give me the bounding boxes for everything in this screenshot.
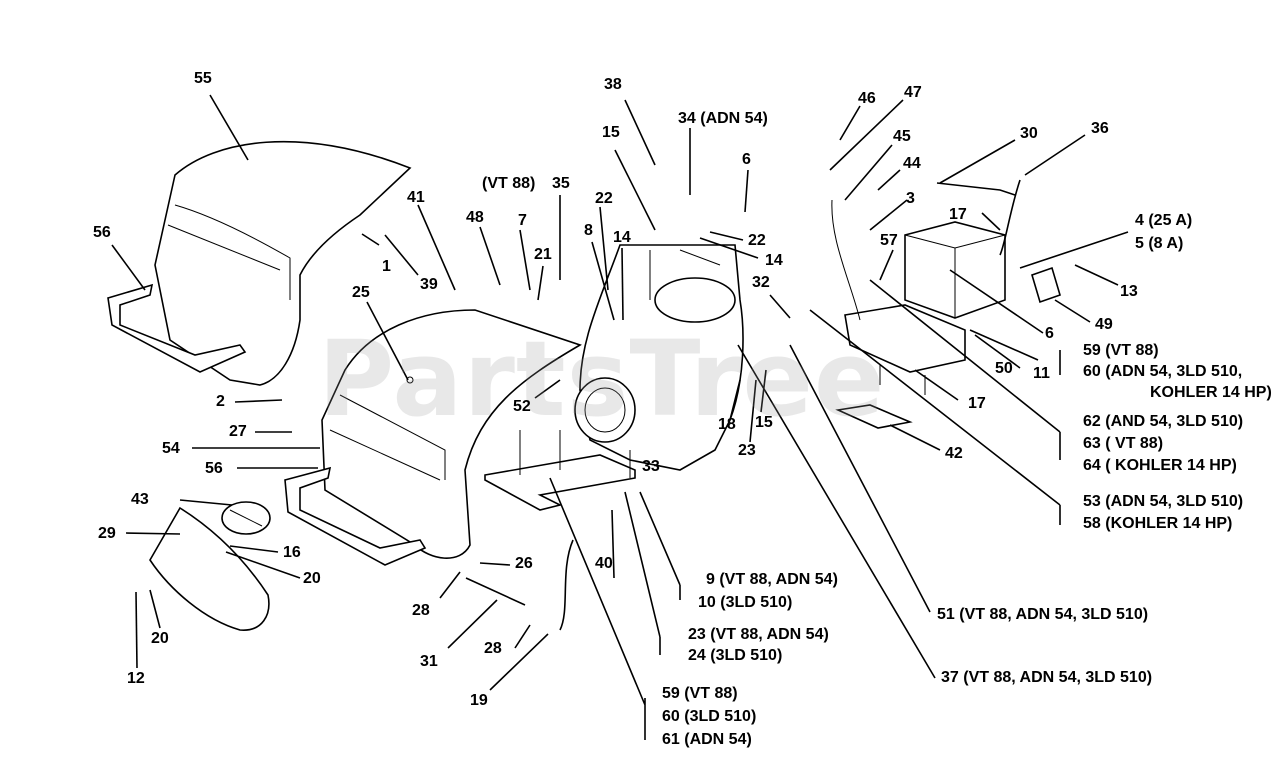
callout-label: 22 [595,190,613,207]
watermark: PartsTree [318,318,886,440]
callout-label: 18 [718,416,736,433]
callout-label: 34 (ADN 54) [678,110,768,127]
callout-label: 28 [484,640,502,657]
callout-label: 10 (3LD 510) [698,594,793,611]
callout-label: 24 (3LD 510) [688,647,783,664]
engine [574,244,744,471]
callout-label: 46 [858,90,876,107]
callout-label: 19 [470,692,488,709]
callout-label: 51 (VT 88, ADN 54, 3LD 510) [937,606,1149,623]
callout-label: 36 [1091,120,1109,137]
callout-label: 38 [604,76,622,93]
plate [835,404,913,429]
callout-label: 33 [642,458,660,475]
callout-label: 63 ( VT 88) [1083,435,1164,452]
callout-label: 37 (VT 88, ADN 54, 3LD 510) [941,669,1153,686]
rear-bumper [107,283,247,373]
callout-label: 9 (VT 88, ADN 54) [706,571,838,588]
callout-label: 48 [466,209,484,226]
callout-label: 7 [518,212,527,229]
callout-label: 29 [98,525,116,542]
callout-label: 42 [945,445,963,462]
callout-label: 57 [880,232,898,249]
callout-label: 26 [515,555,533,572]
battery-cables [831,179,1021,321]
callout-label: 40 [595,555,613,572]
leader-lines [111,94,1129,740]
callout-label: 15 [755,414,773,431]
callout-label: 17 [968,395,986,412]
callout-label: 6 [742,151,751,168]
callout-label: 17 [949,206,967,223]
battery-tray [844,304,966,395]
callout-label: 44 [903,155,921,172]
callout-label: 31 [420,653,438,670]
callout-label: 27 [229,423,247,440]
callout-label: 22 [748,232,766,249]
headlight [221,501,271,535]
callout-label: KOHLER 14 HP) [1150,384,1272,401]
callout-label: 59 (VT 88) [662,685,738,702]
callout-label: 50 [995,360,1013,377]
callout-label: 21 [534,246,552,263]
callout-label: 11 [1033,365,1050,382]
callout-label: 54 [162,440,180,457]
callout-label: 49 [1095,316,1113,333]
callout-label: 20 [303,570,321,587]
callout-label: 14 [765,252,783,269]
callout-label: 52 [513,398,531,415]
callout-label: 13 [1120,283,1138,300]
callout-label: 15 [602,124,620,141]
callout-label: 14 [613,229,631,246]
callout-label: 55 [194,70,212,87]
callout-label: 8 [584,222,593,239]
callout-label: 41 [407,189,425,206]
callout-label: 2 [216,393,225,410]
callout-label: 39 [420,276,438,293]
callout-label: 6 [1045,325,1054,342]
callout-label: 3 [906,190,915,207]
callout-label: 12 [127,670,145,687]
callout-label: 56 [205,460,223,477]
callout-label: 58 (KOHLER 14 HP) [1083,515,1233,532]
callout-label: 53 (ADN 54, 3LD 510) [1083,493,1244,510]
callout-label: 4 (25 A) [1135,212,1193,229]
engine-mount [484,430,636,511]
callout-label: 47 [904,84,922,101]
callout-label: 62 (AND 54, 3LD 510) [1083,413,1244,430]
callout-label: 16 [283,544,301,561]
callout-label: 60 (ADN 54, 3LD 510, [1083,363,1243,380]
callout-label: 45 [893,128,911,145]
regulator [1031,266,1061,304]
callout-label: 35 [552,175,570,192]
windshield [149,506,270,631]
callout-label: 43 [131,491,149,508]
callout-label: 32 [752,274,770,291]
callout-label: 64 ( KOHLER 14 HP) [1083,457,1237,474]
callout-label: 56 [93,224,111,241]
battery [904,221,1006,319]
callout-label: 60 (3LD 510) [662,708,757,725]
callout-label: (VT 88) [482,175,536,192]
callout-label: 25 [352,284,370,301]
callout-label: 20 [151,630,169,647]
callout-label: 1 [382,258,391,275]
callout-label: 59 (VT 88) [1083,342,1159,359]
rear-hood [154,140,412,386]
callout-label: 61 (ADN 54) [662,731,752,748]
front-bumper [284,466,427,566]
callout-label: 28 [412,602,430,619]
callout-label: 23 [738,442,756,459]
callout-label: 5 (8 A) [1135,235,1184,252]
rod [465,577,526,606]
callout-label: 23 (VT 88, ADN 54) [688,626,829,643]
callout-label: 30 [1020,125,1038,142]
front-hood [321,309,582,559]
